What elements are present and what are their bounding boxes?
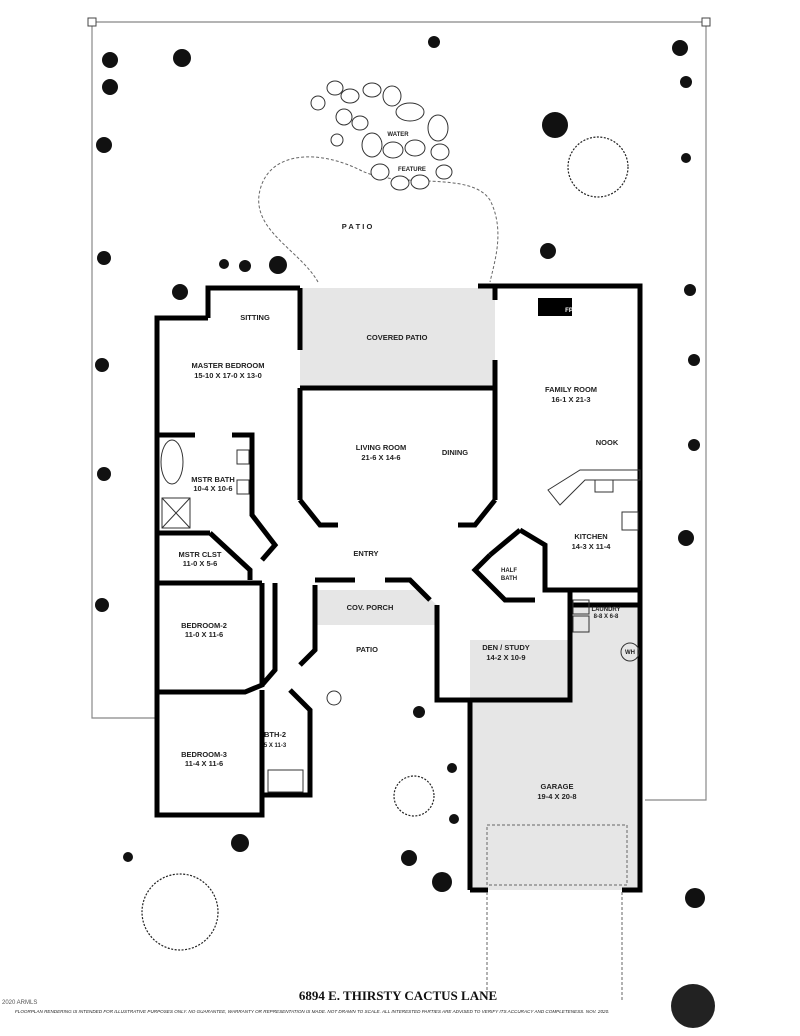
bedroom-2-size: 11-0 X 11-6 — [185, 630, 223, 639]
address-title: 6894 E. THIRSTY CACTUS LANE — [299, 988, 497, 1003]
covered-patio-area — [300, 288, 495, 388]
patio-front-label: PATIO — [356, 645, 378, 654]
master-closet-label: MSTR CLST — [179, 550, 222, 559]
tree-icon — [141, 873, 219, 951]
master-closet-size: 11-0 X 5-6 — [183, 559, 218, 568]
laundry-size: 8-8 X 6-8 — [594, 614, 619, 620]
master-bath-size: 10-4 X 10-6 — [193, 484, 232, 493]
garage-door-outline — [486, 824, 628, 886]
living-room-label: LIVING ROOM — [356, 443, 406, 452]
bedroom-3-label: BEDROOM-3 — [181, 750, 227, 759]
kitchen-size: 14-3 X 11-4 — [572, 542, 612, 551]
laundry-label: LAUNDRY — [591, 607, 620, 613]
tree-icon — [671, 984, 715, 1028]
cov-porch-area — [315, 590, 437, 625]
covered-patio-label: COVERED PATIO — [367, 333, 428, 342]
dining-label: DINING — [442, 448, 468, 457]
living-room-size: 21-6 X 14-6 — [361, 453, 400, 462]
tree-icon — [393, 775, 435, 817]
den-study-size: 14-2 X 10-9 — [486, 653, 525, 662]
disclaimer: FLOORPLAN RENDERING IS INTENDED FOR ILLU… — [15, 1009, 609, 1014]
bth-2-label: BTH-2 — [264, 730, 286, 739]
tree-icon — [567, 136, 629, 198]
den-study-label: DEN / STUDY — [482, 643, 530, 652]
master-bath-label: MSTR BATH — [191, 475, 235, 484]
patio-back-label: P A T I O — [342, 222, 373, 231]
nook-label: NOOK — [596, 438, 619, 447]
shrubs — [95, 36, 705, 908]
half-bath-label-2: BATH — [501, 576, 517, 582]
fixtures — [160, 439, 641, 793]
house-walls — [154, 283, 643, 893]
family-room-size: 16-1 X 21-3 — [551, 395, 590, 404]
half-bath-label: HALF — [501, 568, 517, 574]
water-heater-label: WH — [625, 650, 635, 656]
master-bedroom-size: 15-10 X 17-0 X 13-0 — [194, 371, 262, 380]
water-label: WATER — [387, 132, 409, 138]
bedroom-2-label: BEDROOM-2 — [181, 621, 227, 630]
garage-label: GARAGE — [541, 782, 574, 791]
kitchen-label: KITCHEN — [574, 532, 607, 541]
cov-porch-label: COV. PORCH — [347, 603, 394, 612]
entry-label: ENTRY — [353, 549, 378, 558]
feature-label: FEATURE — [398, 167, 426, 173]
water-feature-rocks — [310, 80, 453, 191]
fireplace-label: FP — [565, 308, 573, 314]
family-room-label: FAMILY ROOM — [545, 385, 597, 394]
master-bedroom-label: MASTER BEDROOM — [192, 361, 265, 370]
lot-boundary — [87, 17, 711, 801]
patio-path-outline — [258, 156, 499, 283]
bth-2-size: 5 X 11-3 — [264, 743, 287, 749]
copyright: 2020 ARMLS — [2, 1000, 37, 1006]
sitting-label: SITTING — [240, 313, 270, 322]
bedroom-3-size: 11-4 X 11-6 — [185, 759, 223, 768]
garage-area — [470, 605, 640, 890]
garage-size: 19-4 X 20-8 — [537, 792, 576, 801]
